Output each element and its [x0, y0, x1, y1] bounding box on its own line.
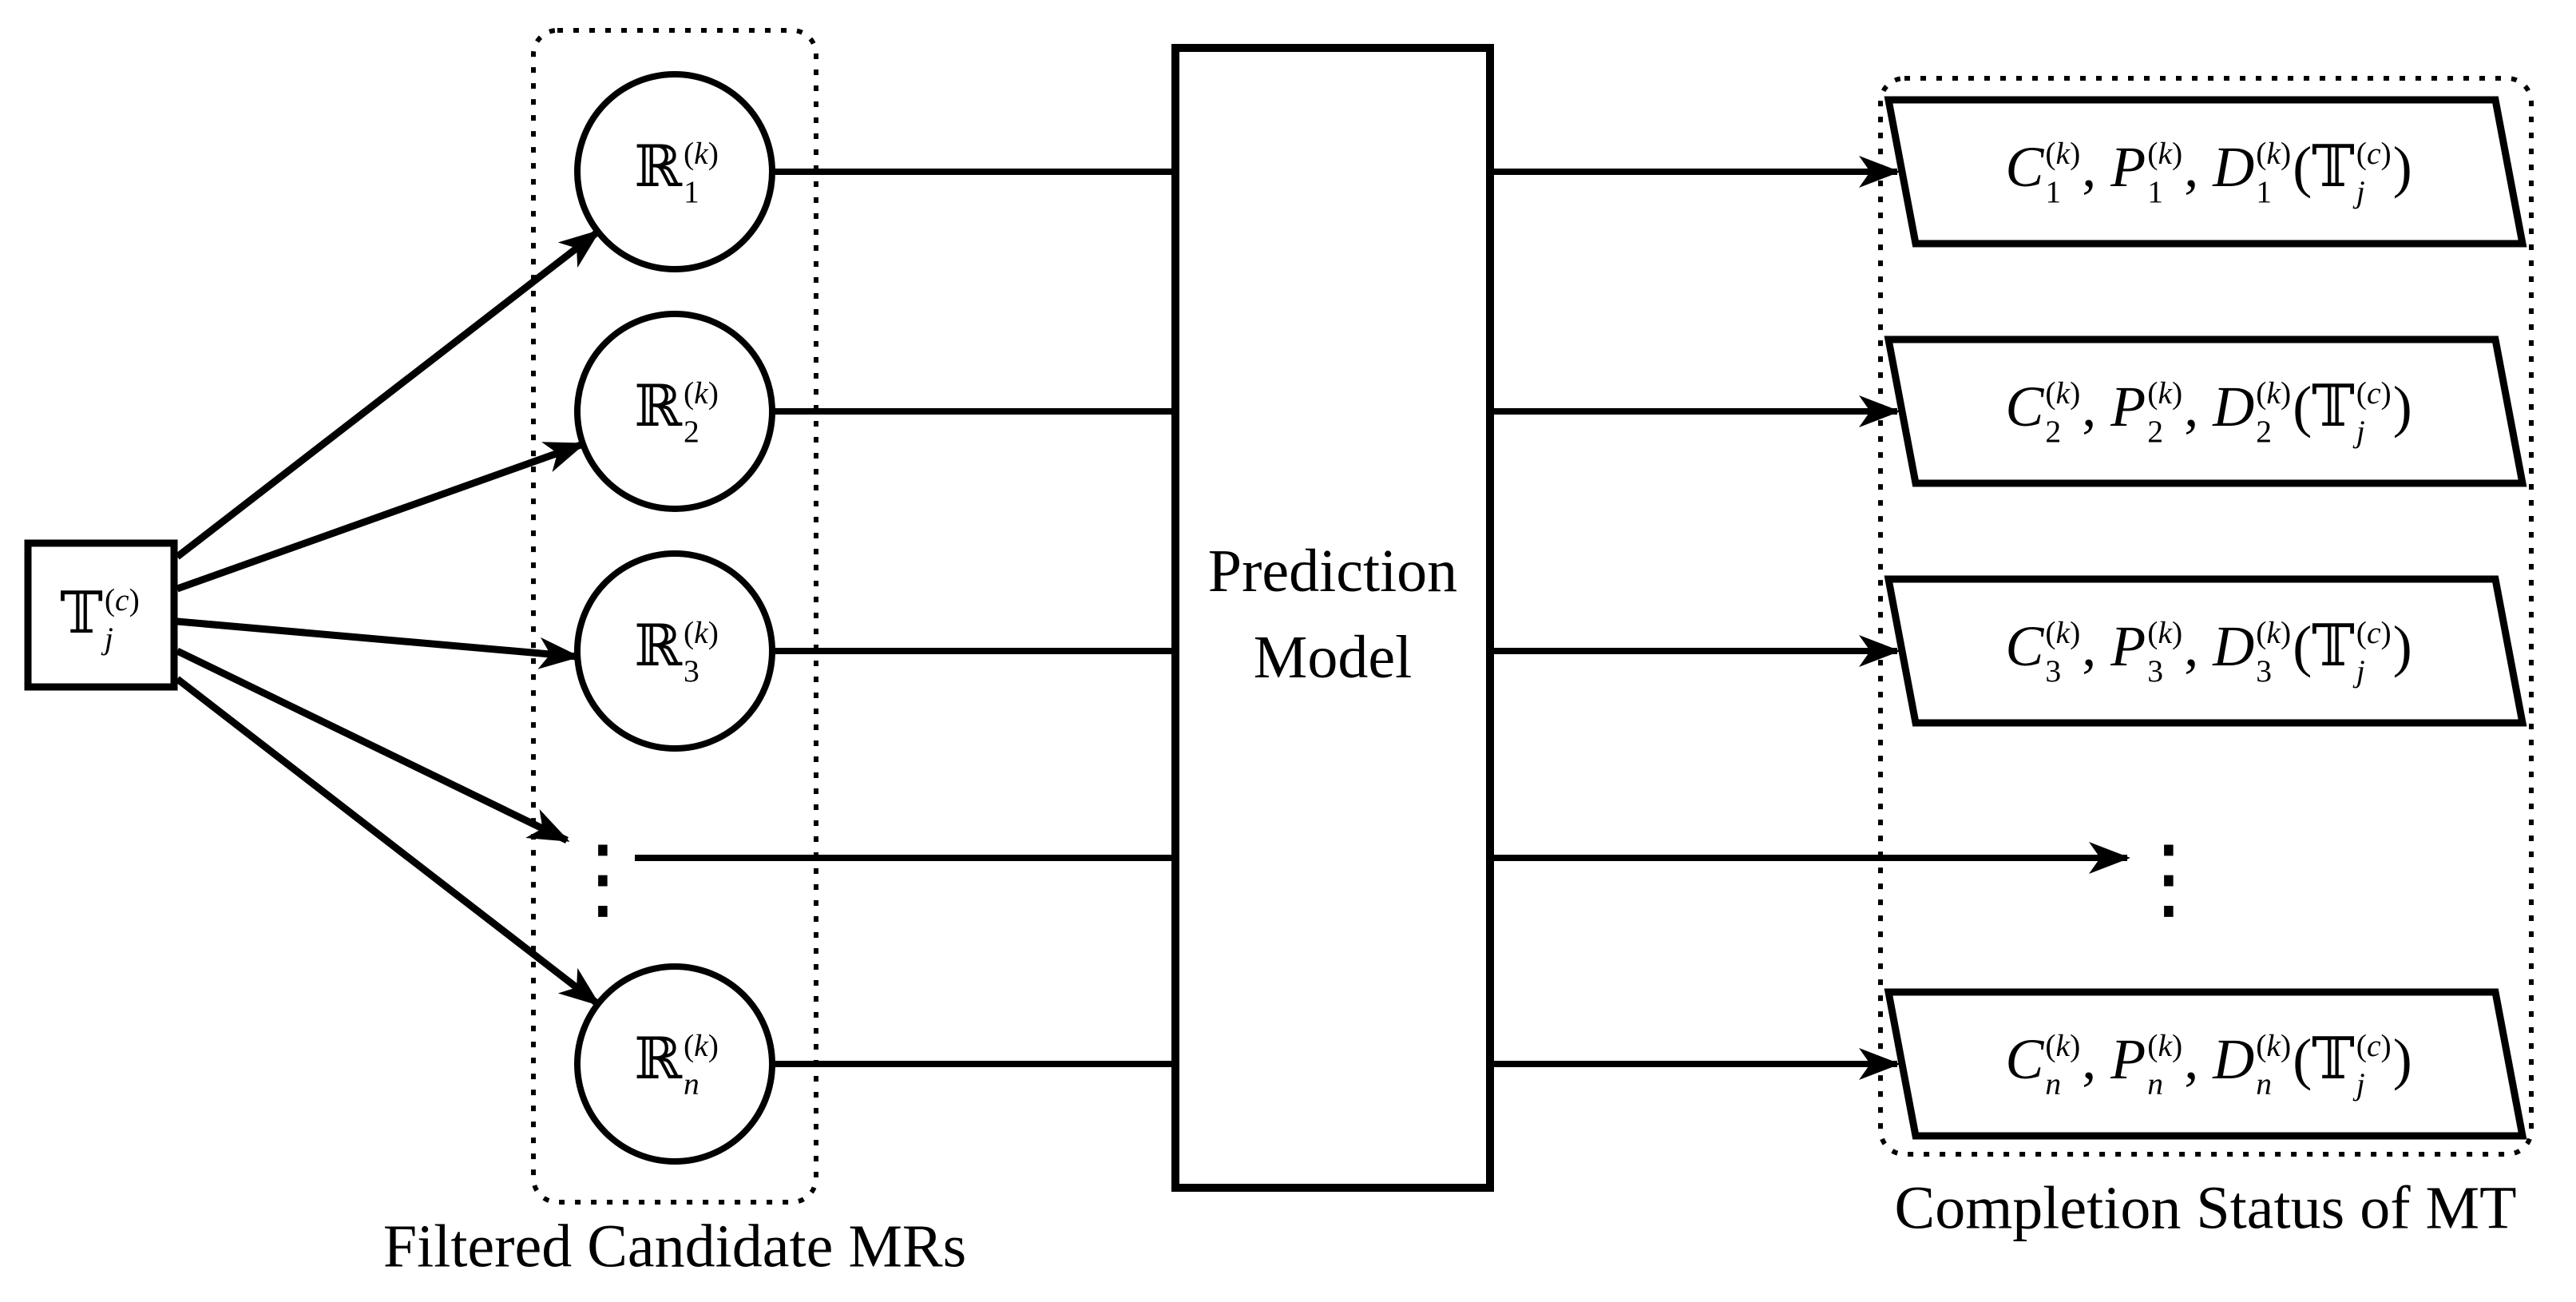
- output-label-n: C(k)n, P(k)n, D(k)n(𝕋(c)j): [2005, 1026, 2412, 1102]
- arrow-source-to-mr2: [176, 440, 586, 593]
- mr-label-2: ℝ(k)2: [634, 374, 719, 449]
- candidates-group-caption: Filtered Candidate MRs: [382, 1213, 967, 1280]
- arrow-source-to-mr1: [175, 228, 601, 560]
- output-parallelogram-n: [1884, 988, 2527, 1140]
- output-label-3: C(k)3, P(k)3, D(k)3(𝕋(c)j): [2005, 613, 2412, 689]
- prediction-model-label: Prediction Model: [1207, 538, 1458, 691]
- mr-label-1: ℝ(k)1: [634, 134, 719, 209]
- mr-ellipsis: ⋮: [558, 826, 648, 931]
- prediction-model-box: [1171, 44, 1494, 1192]
- arrow-source-to-mr-ellipsis: [176, 647, 570, 844]
- candidates-group-box: [531, 28, 818, 1205]
- outputs-group-caption: Completion Status of MT: [1894, 1174, 2517, 1242]
- output-label-1: C(k)1, P(k)1, D(k)1(𝕋(c)j): [2005, 134, 2412, 209]
- arrow-source-to-mr3: [176, 617, 581, 669]
- output-parallelogram-1: [1884, 96, 2527, 248]
- source-node: [24, 539, 178, 691]
- mr-label-3: ℝ(k)3: [634, 613, 719, 689]
- mr-label-n: ℝ(k)n: [634, 1026, 719, 1102]
- source-node-label: 𝕋(c)j: [60, 581, 140, 656]
- arrow-source-to-mrn: [175, 676, 601, 1007]
- output-label-2: C(k)2, P(k)2, D(k)2(𝕋(c)j): [2005, 374, 2412, 449]
- output-ellipsis: ⋮: [2124, 826, 2213, 931]
- output-parallelogram-3: [1884, 575, 2527, 727]
- outputs-group-box: [1878, 76, 2534, 1157]
- output-parallelogram-2: [1884, 335, 2527, 487]
